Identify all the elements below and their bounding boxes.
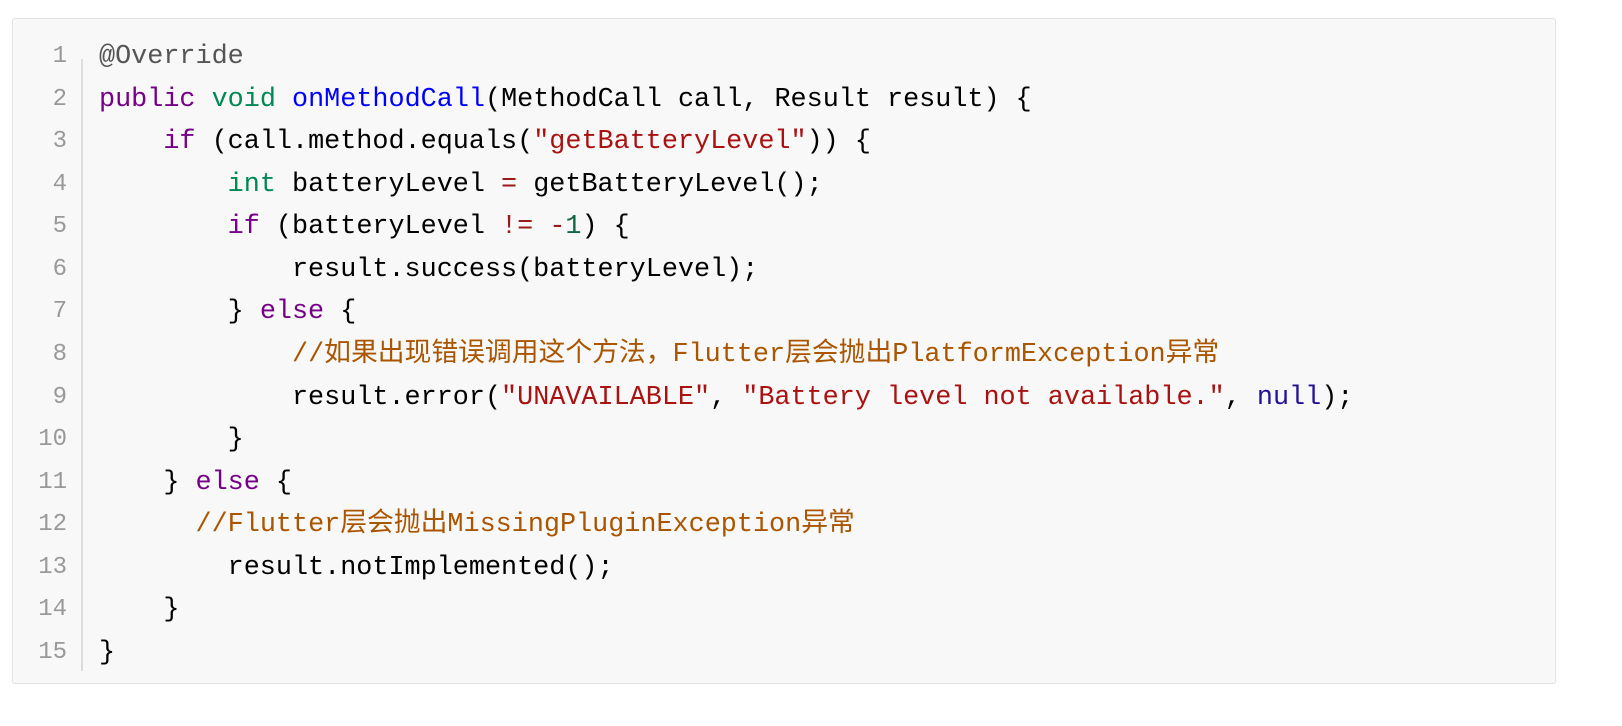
token-plain	[99, 510, 196, 540]
token-string: "Battery level not available."	[742, 382, 1225, 413]
token-plain: result.success(batteryLevel);	[99, 254, 759, 285]
token-number: 1	[565, 212, 582, 243]
line-number: 7	[52, 298, 67, 326]
code-text: } else {	[99, 291, 357, 334]
token-plain: }	[99, 595, 180, 626]
line-number: 3	[52, 128, 67, 156]
token-operator: -	[549, 212, 566, 243]
token-plain	[99, 127, 163, 157]
code-text: } else {	[99, 462, 292, 505]
line-number: 15	[38, 638, 67, 666]
code-text: int batteryLevel = getBatteryLevel();	[99, 164, 823, 207]
code-line: 14 }	[13, 589, 1555, 632]
token-plain	[196, 85, 212, 115]
token-plain	[99, 340, 292, 370]
token-type: int	[227, 169, 276, 200]
code-line: 3 if (call.method.equals("getBatteryLeve…	[13, 121, 1555, 164]
code-text: //Flutter层会抛出MissingPluginException异常	[99, 504, 855, 547]
token-plain: }	[99, 425, 244, 456]
line-number: 9	[52, 383, 67, 411]
code-text: if (batteryLevel != -1) {	[99, 206, 630, 249]
token-comment: //Flutter层会抛出MissingPluginException异常	[195, 510, 855, 541]
token-plain: ,	[710, 382, 743, 413]
line-number: 8	[52, 340, 67, 368]
token-plain: (batteryLevel	[259, 212, 502, 243]
code-lines: 1 @Override 2 public void onMethodCall(Meth…	[13, 36, 1555, 674]
line-number: 4	[52, 170, 67, 198]
code-line: 13 result.notImplemented();	[13, 547, 1555, 590]
token-comment: //如果出现错误调用这个方法，Flutter层会抛出PlatformExcept…	[291, 339, 1220, 370]
token-atom: null	[1256, 382, 1322, 413]
token-keyword: if	[227, 212, 260, 243]
line-number: 1	[52, 43, 67, 70]
token-plain: ,	[1224, 382, 1257, 413]
code-line: 15}	[13, 632, 1555, 675]
token-plain: ) {	[581, 212, 630, 243]
code-text: }	[99, 589, 179, 632]
token-meta: @Override	[99, 42, 244, 72]
code-line: 12 //Flutter层会抛出MissingPluginException异常	[13, 504, 1555, 547]
line-number: 2	[52, 85, 67, 113]
code-line: 1 @Override	[13, 36, 1555, 79]
code-line: 8 //如果出现错误调用这个方法，Flutter层会抛出PlatformExce…	[13, 334, 1555, 377]
line-number: 12	[38, 511, 67, 539]
token-keyword: else	[195, 467, 260, 498]
code-line: 7 } else {	[13, 291, 1555, 334]
token-operator: =	[501, 169, 518, 200]
token-plain: getBatteryLevel();	[517, 169, 823, 200]
token-plain: result.error(	[99, 382, 502, 413]
code-text: result.notImplemented();	[99, 547, 614, 590]
line-number: 5	[52, 213, 67, 241]
code-line: 10 }	[13, 419, 1555, 462]
code-line: 2 public void onMethodCall(MethodCall cal…	[13, 79, 1555, 122]
token-plain: }	[99, 467, 196, 498]
code-line: 9 result.error("UNAVAILABLE", "Battery l…	[13, 377, 1555, 420]
token-plain	[276, 85, 292, 115]
code-line: 6 result.success(batteryLevel);	[13, 249, 1555, 292]
token-plain	[99, 212, 228, 242]
token-plain: )) {	[806, 127, 871, 158]
line-number: 14	[38, 596, 67, 624]
code-text: result.success(batteryLevel);	[99, 249, 758, 292]
token-plain: );	[1321, 382, 1354, 413]
code-line: 4 int batteryLevel = getBatteryLevel();	[13, 164, 1555, 207]
token-plain	[533, 212, 549, 242]
token-plain: result.notImplemented();	[99, 552, 614, 583]
token-operator: !=	[501, 212, 534, 243]
code-text: result.error("UNAVAILABLE", "Battery lev…	[99, 377, 1353, 420]
code-text: }	[99, 632, 115, 675]
token-plain: batteryLevel	[275, 169, 502, 200]
line-number: 10	[38, 426, 67, 454]
token-keyword: public	[99, 84, 196, 115]
line-number: 11	[38, 468, 67, 496]
line-number: 6	[52, 255, 67, 283]
code-text: if (call.method.equals("getBatteryLevel"…	[99, 121, 871, 164]
code-text: //如果出现错误调用这个方法，Flutter层会抛出PlatformExcept…	[99, 334, 1219, 377]
token-string: "getBatteryLevel"	[533, 127, 807, 158]
token-def: onMethodCall	[292, 84, 485, 115]
token-keyword: if	[163, 127, 196, 158]
token-type: void	[211, 84, 276, 115]
token-plain	[99, 170, 228, 200]
token-plain: {	[324, 297, 357, 328]
code-line: 5 if (batteryLevel != -1) {	[13, 206, 1555, 249]
token-plain: {	[259, 467, 292, 498]
code-text: public void onMethodCall(MethodCall call…	[99, 79, 1032, 122]
line-number: 13	[38, 553, 67, 581]
code-text: @Override	[99, 36, 244, 79]
token-keyword: else	[259, 297, 325, 328]
gutter-divider	[81, 59, 83, 671]
token-plain: (MethodCall call, Result result) {	[485, 84, 1032, 115]
token-string: "UNAVAILABLE"	[501, 382, 711, 413]
code-block: 1 @Override 2 public void onMethodCall(Meth…	[12, 18, 1556, 684]
token-plain: }	[99, 637, 116, 668]
token-plain: }	[99, 297, 260, 328]
token-plain: (call.method.equals(	[195, 127, 534, 158]
code-line: 11 } else {	[13, 462, 1555, 505]
code-text: }	[99, 419, 244, 462]
